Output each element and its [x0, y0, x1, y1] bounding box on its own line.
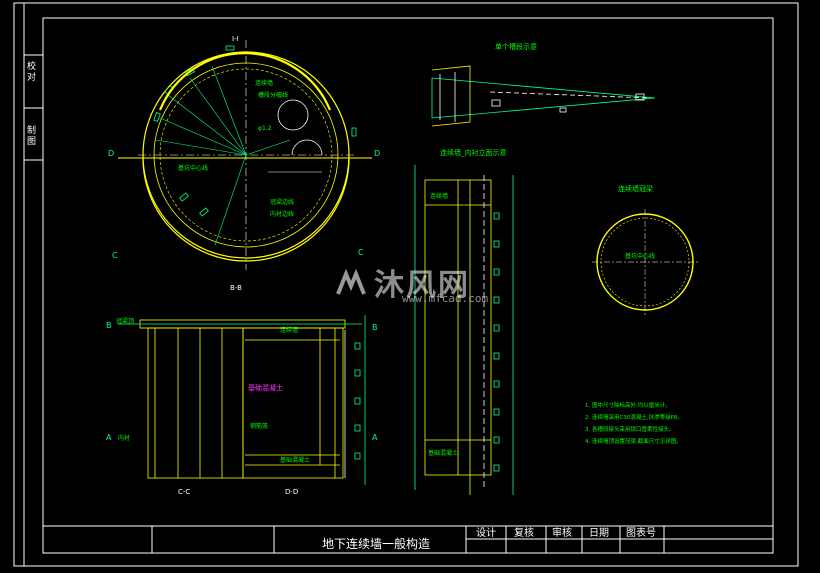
section-annot-5: 基础混凝土	[280, 456, 310, 464]
cell-review: 复核	[514, 528, 534, 539]
cut-mark-b-left: B	[106, 321, 112, 330]
cut-mark-d-right: D	[374, 149, 380, 158]
elevation-annot-1: 连续墙	[430, 192, 448, 200]
plan-hole-upper	[277, 99, 309, 131]
cut-mark-d-left: D	[108, 149, 114, 158]
single-panel-label: 单个槽段示意	[495, 42, 537, 51]
left-tab-check: 校对	[27, 62, 37, 83]
plan-annot-2: 槽段分幅线	[258, 91, 288, 99]
elevation-label: 连续墙_内衬立面示意	[440, 148, 507, 157]
elevation-view	[414, 165, 514, 495]
single-panel-detail	[431, 65, 656, 127]
plan-view-label: I-I	[232, 35, 239, 43]
section-bb-view	[118, 315, 366, 485]
section-cc-label: C-C	[178, 488, 190, 496]
section-annot-4: 内衬	[118, 434, 130, 442]
plan-annot-5: 内衬边线	[270, 210, 294, 218]
cut-mark-a-right: A	[372, 433, 378, 442]
plan-annot-1: 连续墙	[255, 79, 273, 87]
ring-beam-view	[592, 209, 698, 315]
plan-annot-4: 冠梁边线	[270, 198, 294, 206]
watermark-logo-icon	[336, 268, 366, 295]
cell-approve: 审核	[552, 528, 572, 539]
section-dd-label: D-D	[285, 488, 298, 496]
notes-block: 1. 图中尺寸除标高外,均以厘米计。 2. 连续墙采用C30混凝土,抗渗等级P8…	[585, 401, 683, 445]
left-tab-draw: 制图	[27, 126, 37, 147]
ring-beam-label: 连续墙冠梁	[618, 184, 653, 193]
cell-design: 设计	[476, 528, 496, 539]
watermark-url: www.mfcad.com	[402, 292, 489, 305]
watermark-brand: 沐风网	[374, 268, 470, 303]
outer-frame	[13, 2, 799, 567]
section-highlight-label: 基础混凝土	[248, 383, 283, 392]
plan-view	[118, 40, 372, 270]
section-annot-3: 钢筋笼	[250, 422, 268, 430]
elevation-annot-2: 基础混凝土	[428, 449, 458, 457]
section-annot-1: 冠梁顶	[116, 317, 134, 325]
cell-sheet-no: 图表号	[626, 528, 656, 539]
note-line-1: 1. 图中尺寸除标高外,均以厘米计。	[585, 401, 671, 409]
note-line-4: 4. 连续墙顶设置冠梁,截面尺寸见详图。	[585, 437, 682, 445]
cut-mark-a-left: A	[106, 433, 112, 442]
cut-mark-b-right: B	[372, 323, 378, 332]
plan-hole-lower	[291, 139, 323, 156]
title-block-lines	[43, 525, 773, 553]
plan-annot-6: φ1.2	[258, 125, 272, 132]
cut-mark-c-right: C	[358, 248, 364, 257]
cut-mark-c-left: C	[112, 251, 118, 260]
inner-frame	[42, 17, 774, 554]
ring-beam-annot: 基坑中心线	[625, 252, 655, 260]
cell-date: 日期	[589, 528, 609, 539]
note-line-3: 3. 各槽段接头采用锁口管柔性接头。	[585, 425, 675, 433]
plan-annot-3: 基坑中心线	[178, 164, 208, 172]
section-annot-2: 连续墙	[280, 326, 298, 334]
note-line-2: 2. 连续墙采用C30混凝土,抗渗等级P8。	[585, 413, 683, 421]
section-bb-label: B-B	[230, 284, 242, 292]
drawing-title: 地下连续墙一般构造	[322, 537, 431, 551]
